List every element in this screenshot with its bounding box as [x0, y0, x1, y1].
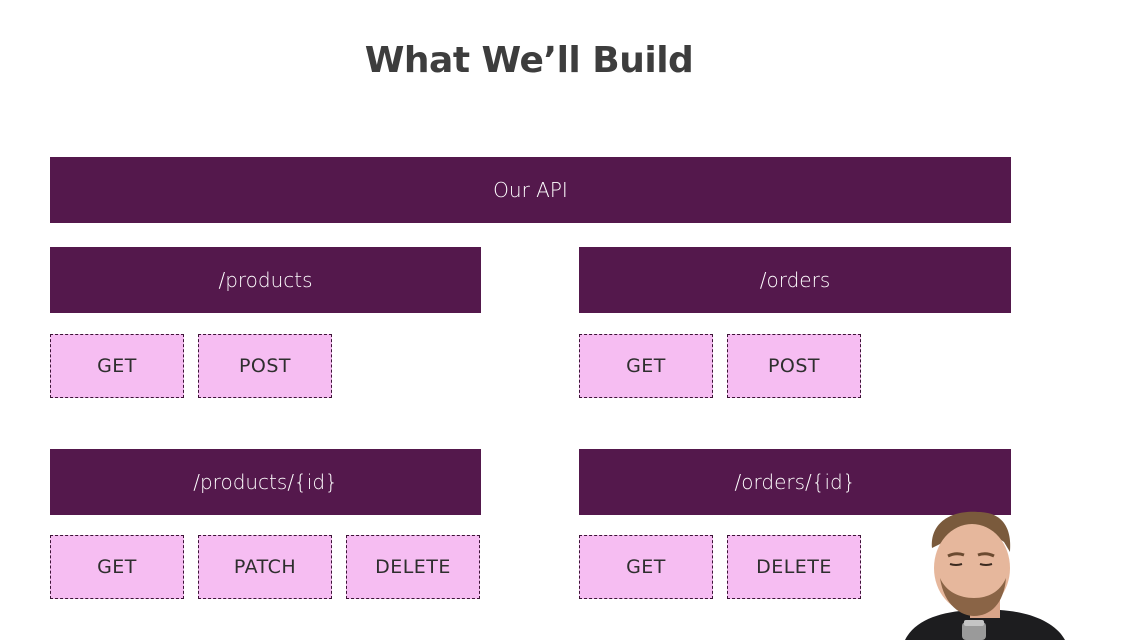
products-post-method: POST [198, 334, 332, 398]
orders-get-method: GET [579, 334, 713, 398]
orders-id-delete-method: DELETE [727, 535, 861, 599]
products-id-route-bar: /products/{id} [50, 449, 481, 515]
products-id-get-method: GET [50, 535, 184, 599]
products-id-delete-method: DELETE [346, 535, 480, 599]
products-id-patch-method: PATCH [198, 535, 332, 599]
orders-post-method: POST [727, 334, 861, 398]
orders-id-get-method: GET [579, 535, 713, 599]
presenter-avatar-icon [905, 511, 1065, 640]
orders-id-route-bar: /orders/{id} [579, 449, 1011, 515]
orders-route-bar: /orders [579, 247, 1011, 313]
products-get-method: GET [50, 334, 184, 398]
presenter-webcam [900, 508, 1070, 640]
api-root-bar: Our API [50, 157, 1011, 223]
products-route-bar: /products [50, 247, 481, 313]
slide-title: What We’ll Build [364, 40, 694, 81]
